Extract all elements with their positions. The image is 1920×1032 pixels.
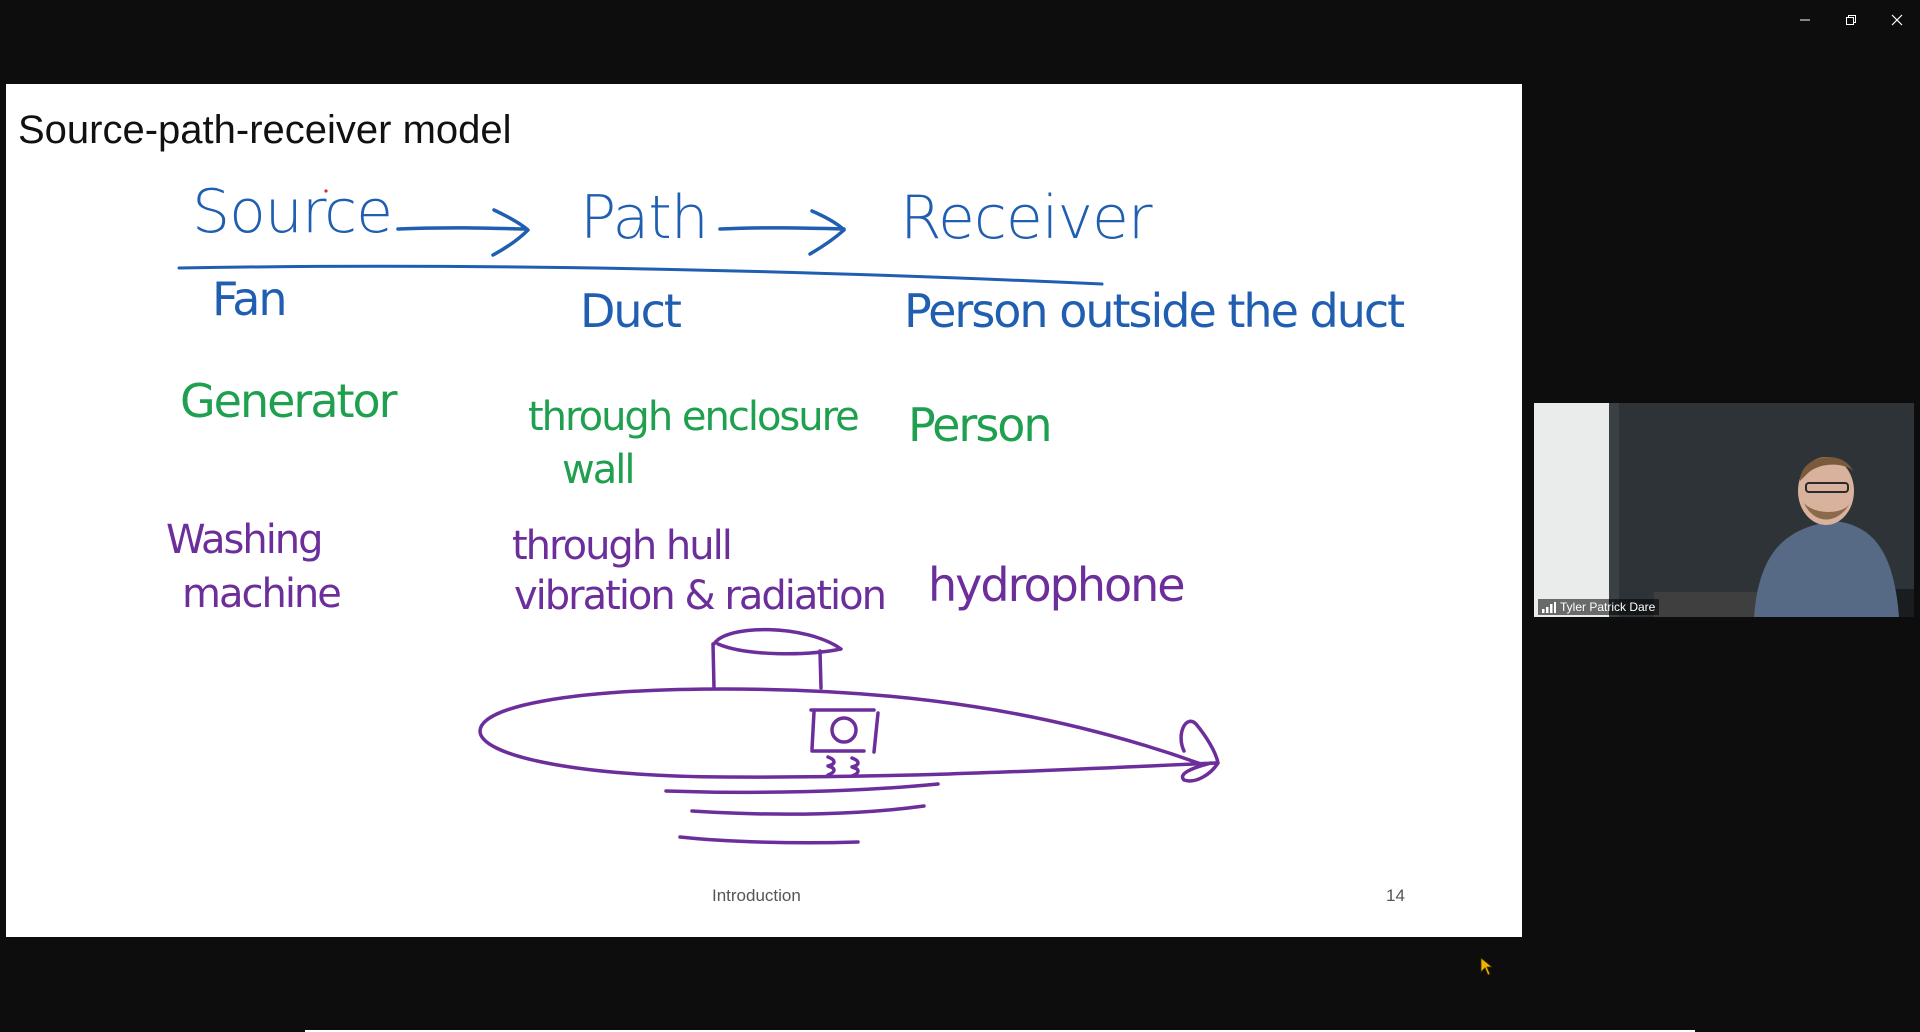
slide-page-number: 14 [1386, 886, 1405, 905]
bottom-edge-bar [305, 1030, 1695, 1032]
row2-receiver: Person [908, 398, 1053, 452]
close-icon [1891, 14, 1903, 26]
row3-path-line2: vibration & radiation [514, 573, 887, 619]
slide-footer-section: Introduction [712, 886, 801, 905]
minimize-button[interactable] [1782, 0, 1828, 40]
restore-button[interactable] [1828, 0, 1874, 40]
arrow-source-to-path [396, 208, 530, 257]
row3-receiver: hydrophone [928, 558, 1186, 612]
arrow-path-to-receiver [718, 209, 846, 256]
header-path: Path [580, 183, 709, 253]
submarine-drawing [478, 627, 1220, 845]
close-button[interactable] [1874, 0, 1920, 40]
row2-path-line1: through enclosure [528, 394, 860, 440]
row3-source-line1: Washing [166, 517, 324, 563]
row1-receiver: Person outside the duct [904, 284, 1405, 338]
row3-path-line1: through hull [512, 523, 733, 569]
participant-name-label: Tyler Patrick Dare [1538, 599, 1660, 615]
slide-title: Source-path-receiver model [18, 108, 512, 152]
minimize-icon [1800, 19, 1810, 21]
row1-path: Duct [580, 284, 682, 338]
ink-dot [324, 189, 328, 193]
participant-name: Tyler Patrick Dare [1560, 600, 1656, 614]
row2-source: Generator [180, 374, 398, 428]
header-underline [177, 264, 1104, 286]
row2-path-line2: wall [562, 447, 635, 493]
participant-video-tile[interactable]: Tyler Patrick Dare [1534, 403, 1914, 617]
restore-icon [1846, 15, 1856, 25]
header-source: Source [192, 177, 393, 247]
row1-source: Fan [212, 272, 288, 326]
ink-drawing [177, 189, 1220, 845]
row3-source-line2: machine [182, 571, 342, 617]
participant-video-feed [1534, 403, 1914, 617]
header-receiver: Receiver [900, 183, 1153, 253]
mouse-cursor-icon [1480, 957, 1494, 976]
window-controls [1782, 0, 1920, 40]
slide: Source-path-receiver model [6, 84, 1522, 937]
signal-bars-icon [1542, 601, 1556, 613]
